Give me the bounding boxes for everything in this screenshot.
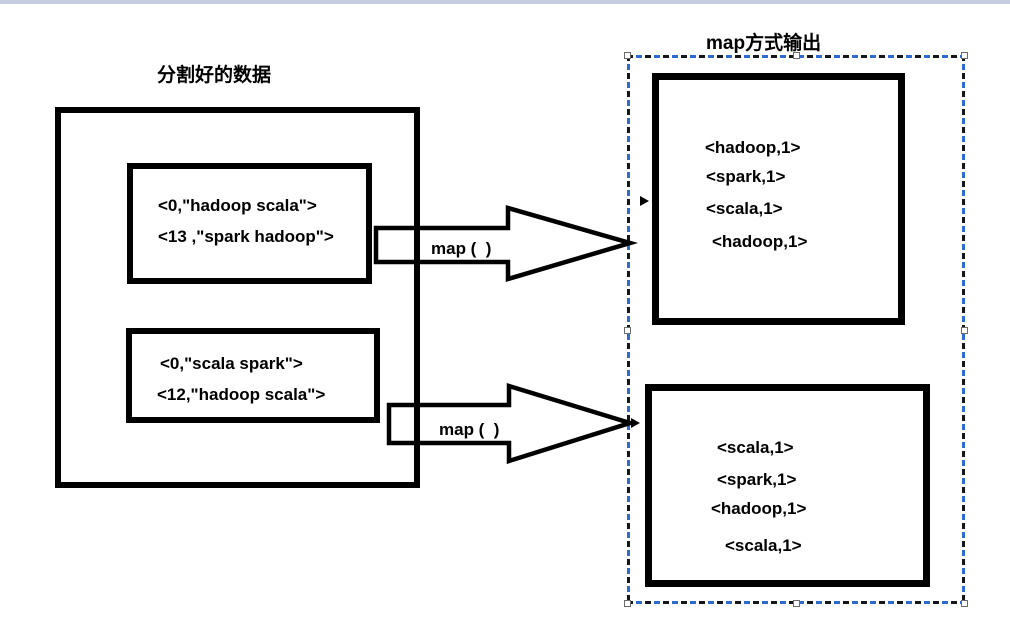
record-line: <0,"scala spark"> bbox=[160, 354, 303, 373]
map-function-label-1: map ( ) bbox=[431, 239, 492, 258]
selection-handle-e[interactable] bbox=[961, 327, 968, 334]
output-line: <scala,1> bbox=[725, 536, 802, 555]
output-line: <scala,1> bbox=[717, 438, 794, 457]
selection-handle-nw[interactable] bbox=[624, 52, 631, 59]
split-data-title: 分割好的数据 bbox=[157, 65, 272, 86]
selection-handle-s[interactable] bbox=[793, 600, 800, 607]
output-line: <hadoop,1> bbox=[712, 232, 808, 251]
selection-handle-w[interactable] bbox=[624, 327, 631, 334]
output-line: <scala,1> bbox=[706, 199, 783, 218]
selection-handle-se[interactable] bbox=[961, 600, 968, 607]
map-arrow-2 bbox=[386, 382, 638, 465]
map-output-title: map方式输出 bbox=[706, 33, 822, 54]
output-line: <hadoop,1> bbox=[705, 138, 801, 157]
map-output-box-2 bbox=[645, 384, 930, 587]
output-line: <spark,1> bbox=[717, 470, 797, 489]
selection-handle-n[interactable] bbox=[793, 52, 800, 59]
output-line: <hadoop,1> bbox=[711, 499, 807, 518]
split-record-box-2 bbox=[126, 328, 380, 423]
record-line: <12,"hadoop scala"> bbox=[157, 385, 326, 404]
output-line: <spark,1> bbox=[706, 167, 786, 186]
selected-shape-border[interactable] bbox=[624, 52, 968, 607]
split-record-box-1 bbox=[127, 163, 372, 284]
map-output-box-1 bbox=[652, 73, 905, 325]
selection-handle-ne[interactable] bbox=[961, 52, 968, 59]
arrow-tip-icon-2 bbox=[631, 418, 640, 428]
top-accent-bar bbox=[0, 0, 1010, 4]
arrow-tip-icon-1 bbox=[640, 196, 649, 206]
split-data-container bbox=[55, 107, 420, 488]
record-line: <0,"hadoop scala"> bbox=[158, 196, 317, 215]
map-function-label-2: map ( ) bbox=[439, 420, 500, 439]
record-line: <13 ,"spark hadoop"> bbox=[158, 227, 334, 246]
selection-handle-sw[interactable] bbox=[624, 600, 631, 607]
